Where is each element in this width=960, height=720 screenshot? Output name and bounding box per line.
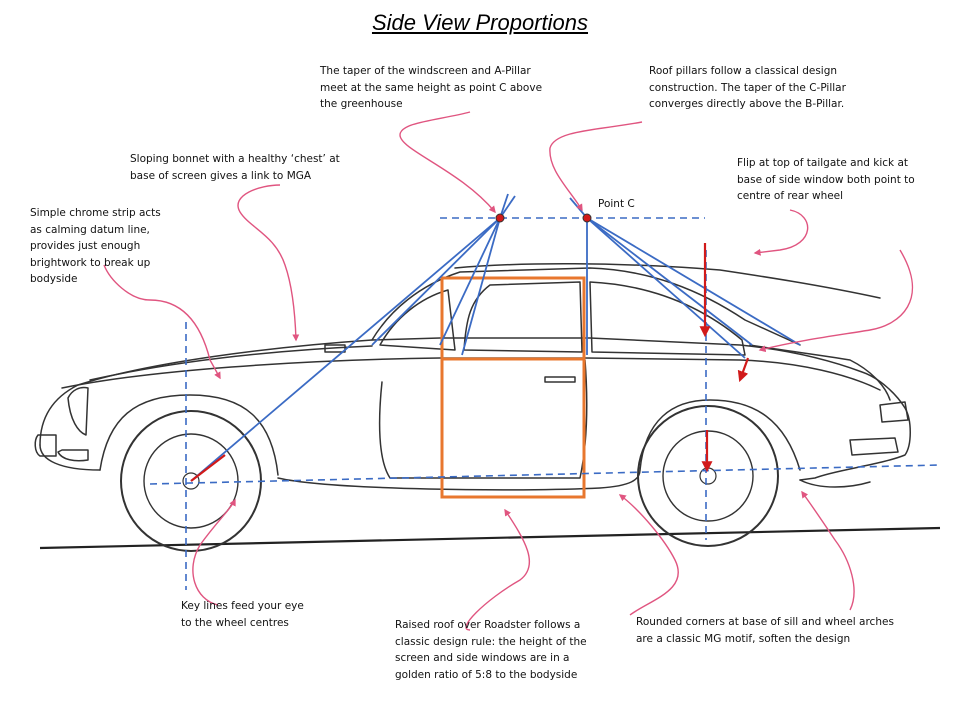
front-wheel-arrow	[191, 455, 225, 481]
note-rounded-corners: Rounded corners at base of sill and whee…	[636, 614, 894, 647]
a-pillar-apex-point	[496, 214, 504, 222]
note-chrome-strip: Simple chrome strip acts as calming datu…	[30, 205, 161, 288]
golden-ratio-boxes	[442, 278, 584, 497]
point-c-label: Point C	[598, 196, 635, 213]
note-sloping-bonnet: Sloping bonnet with a healthy ‘chest’ at…	[130, 151, 340, 184]
ground-line	[40, 528, 940, 548]
note-tailgate-flip: Flip at top of tailgate and kick at base…	[737, 155, 915, 205]
page-title: Side View Proportions	[0, 10, 960, 36]
leader-key-lines	[193, 500, 235, 605]
c-pillar-line-1	[587, 218, 745, 358]
c-pillar-line-3	[587, 218, 800, 345]
note-roof-pillars: Roof pillars follow a classical design c…	[649, 63, 846, 113]
a-pillar-line-2	[372, 218, 500, 345]
leader-raised-roof	[466, 510, 529, 630]
dashed-datum-lines	[150, 218, 940, 590]
car-body-sketch	[35, 264, 910, 490]
c-pillar-line-2	[587, 218, 752, 345]
wheel-centre-line	[150, 465, 940, 484]
rear-wheel	[638, 406, 778, 546]
note-windscreen-taper: The taper of the windscreen and A-Pillar…	[320, 63, 542, 113]
leader-tailgate	[755, 210, 808, 253]
leader-windscreen	[400, 112, 495, 212]
window-box	[442, 278, 584, 359]
note-raised-roof: Raised roof over Roadster follows a clas…	[395, 617, 587, 683]
leader-rear-arch	[802, 492, 854, 610]
side-window-arrow	[740, 358, 748, 380]
point-c-marker	[583, 214, 591, 222]
note-key-lines: Key lines feed your eye to the wheel cen…	[181, 598, 304, 631]
leader-bonnet	[238, 185, 296, 340]
